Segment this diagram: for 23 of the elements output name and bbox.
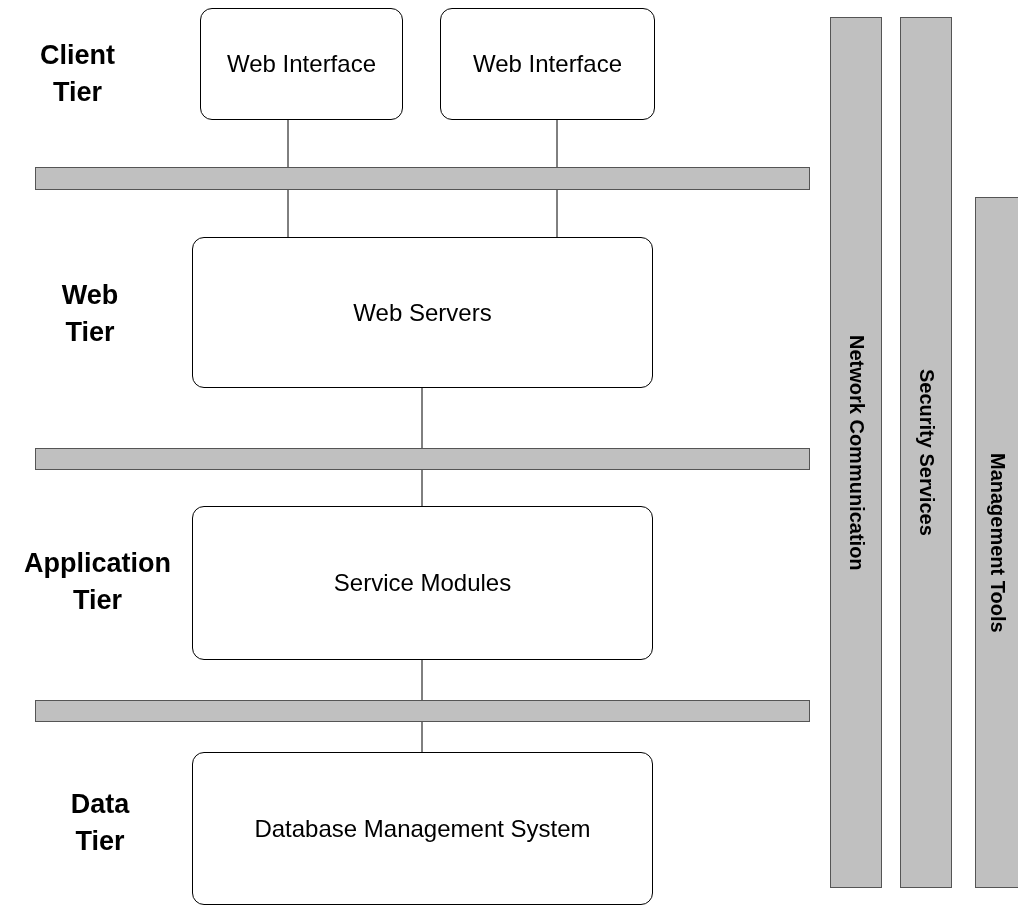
connector-line [421, 387, 423, 449]
connector-line [556, 119, 558, 168]
layer-bar [35, 167, 810, 190]
service-column: Management Tools [975, 197, 1018, 888]
connector-line [421, 469, 423, 507]
connector-line [421, 721, 423, 753]
connector-line [287, 119, 289, 168]
process-box: Database Management System [192, 752, 653, 905]
connector-line [421, 659, 423, 701]
process-box: Web Interface [440, 8, 655, 120]
process-box: Service Modules [192, 506, 653, 660]
connector-line [287, 189, 289, 238]
tier-label: Web Tier [60, 279, 120, 349]
layer-bar [35, 448, 810, 470]
process-box: Web Interface [200, 8, 403, 120]
tier-label: Application Tier [23, 547, 172, 617]
process-box: Web Servers [192, 237, 653, 388]
service-column: Network Communication [830, 17, 882, 888]
layer-bar [35, 700, 810, 722]
tier-label: Data Tier [69, 788, 131, 858]
service-column: Security Services [900, 17, 952, 888]
connector-line [556, 189, 558, 238]
tier-label: Client Tier [39, 39, 116, 109]
